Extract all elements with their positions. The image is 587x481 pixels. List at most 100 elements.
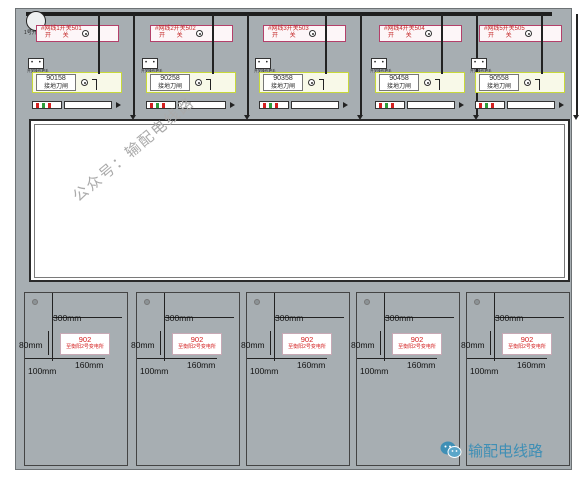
door-label-text: 至衡阳2号变电所: [398, 344, 436, 350]
arrow-down-icon: [357, 115, 363, 120]
drop-line: [360, 14, 362, 116]
indicator-light: [379, 103, 382, 108]
dim-line: [357, 358, 437, 359]
indicator-light: [42, 103, 45, 108]
handle-dots-icon: • •: [145, 60, 157, 66]
breaker-knob-icon: [82, 30, 89, 37]
drop-line: [441, 14, 443, 74]
earth-label-1: 90458: [389, 75, 409, 82]
dim-line: [270, 331, 271, 355]
drop-line: [98, 14, 100, 74]
earth-label-1: 90258: [160, 75, 180, 82]
drop-line: [247, 14, 249, 116]
breaker-label-2: 开 关: [272, 33, 301, 39]
arrow-right-icon: [559, 102, 564, 108]
drop-line: [576, 14, 578, 116]
handle-label: 开关操作把手: [470, 69, 492, 73]
drop-line: [325, 14, 327, 74]
handle-label: 开关操作把手: [254, 69, 276, 73]
indicator-strip: [146, 101, 176, 109]
dim-bottom-left: 100mm: [28, 366, 57, 376]
indicator-box: [291, 101, 339, 109]
indicator-box: [178, 101, 226, 109]
operating-handle-box: • •: [142, 58, 158, 69]
handle-dots-icon: • •: [474, 60, 486, 66]
dim-line: [490, 331, 491, 355]
earth-knob-icon: [424, 79, 431, 86]
handle-dots-icon: • •: [31, 60, 43, 66]
dim-top: 300mm: [385, 313, 414, 323]
dim-bottom-left: 100mm: [250, 366, 279, 376]
operating-handle-box: • •: [471, 58, 487, 69]
indicator-light: [156, 103, 159, 108]
dim-line: [25, 358, 105, 359]
arrow-down-icon: [244, 115, 250, 120]
door-label-number: 902: [410, 335, 424, 344]
dim-bottom-right: 160mm: [517, 360, 546, 370]
dim-top: 300mm: [53, 313, 82, 323]
indicator-light: [391, 103, 394, 108]
earth-hook-icon: [535, 79, 540, 90]
dim-line: [467, 358, 547, 359]
drop-line: [212, 14, 214, 74]
door-label-number: 902: [520, 335, 534, 344]
operating-handle-box: • •: [28, 58, 44, 69]
dim-line: [494, 293, 495, 361]
earth-switch-plate: 90558 接地刀闸: [479, 74, 519, 91]
indicator-light: [36, 103, 39, 108]
breaker-label-2: 开 关: [388, 33, 417, 39]
dim-bottom-right: 160mm: [407, 360, 436, 370]
dim-line: [160, 331, 161, 355]
earth-knob-icon: [308, 79, 315, 86]
dim-bottom-left: 100mm: [360, 366, 389, 376]
dim-line: [494, 317, 564, 318]
earth-label-2: 接地刀闸: [486, 84, 511, 90]
dim-top: 300mm: [495, 313, 524, 323]
dim-line: [274, 317, 344, 318]
earth-hook-icon: [92, 79, 97, 90]
door-label-text: 至衡阳2号变电所: [508, 344, 546, 350]
dim-bottom-right: 160mm: [297, 360, 326, 370]
breaker-label-1: #网线4开关504: [384, 26, 425, 32]
indicator-strip: [375, 101, 405, 109]
brand-text: 输配电线路: [468, 443, 544, 460]
indicator-light: [269, 103, 272, 108]
breaker-label-2: 开 关: [488, 33, 517, 39]
breaker-label-2: 开 关: [159, 33, 188, 39]
operating-handle-box: • •: [371, 58, 387, 69]
indicator-strip: [259, 101, 289, 109]
breaker-knob-icon: [425, 30, 432, 37]
breaker-knob-icon: [196, 30, 203, 37]
main-switch-label: 1号开关: [24, 30, 42, 36]
dim-line: [274, 293, 275, 361]
indicator-strip: [475, 101, 505, 109]
operating-handle-box: • •: [255, 58, 271, 69]
breaker-label-2: 开 关: [45, 33, 74, 39]
indicator-box: [64, 101, 112, 109]
indicator-light: [385, 103, 388, 108]
breaker-label-1: #网线5开关505: [484, 26, 525, 32]
earth-label-1: 90558: [489, 75, 509, 82]
indicator-light: [275, 103, 278, 108]
dim-top: 300mm: [275, 313, 304, 323]
door-label-text: 至衡阳2号变电所: [66, 344, 104, 350]
handle-label: 开关操作把手: [370, 69, 392, 73]
door-label-text: 至衡阳2号变电所: [178, 344, 216, 350]
drop-line: [133, 14, 135, 116]
dim-line: [384, 317, 454, 318]
handle-dots-icon: • •: [258, 60, 270, 66]
